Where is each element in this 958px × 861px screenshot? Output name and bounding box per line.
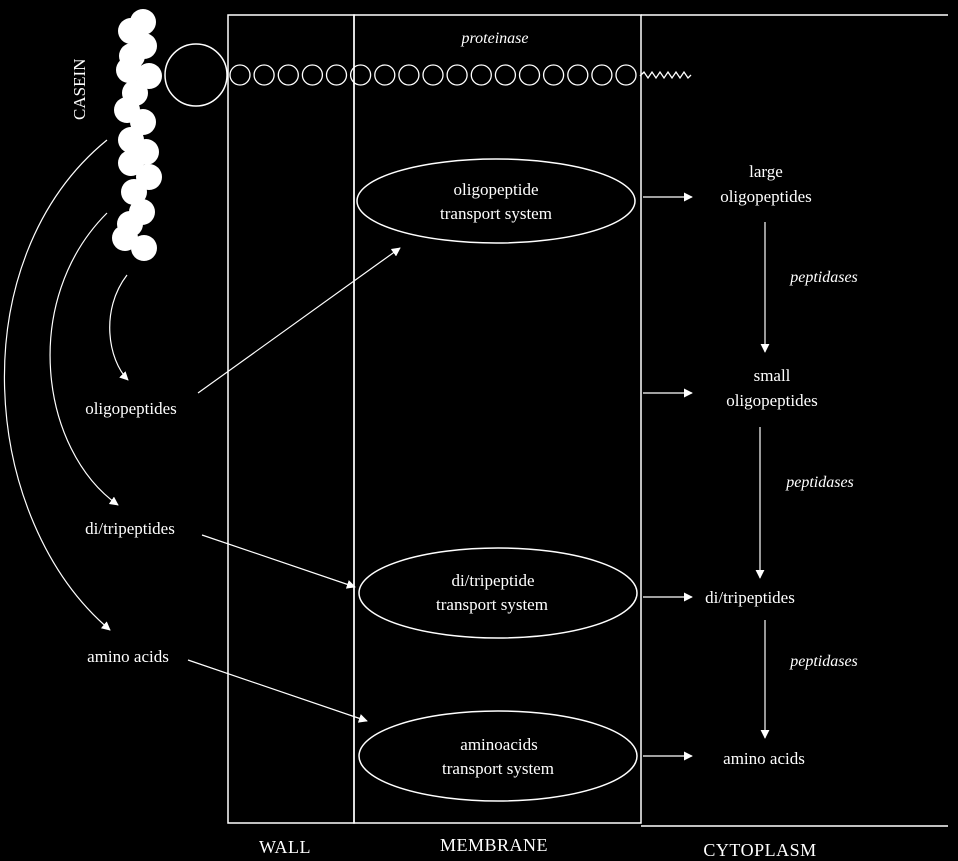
wall-header: WALL <box>259 837 311 857</box>
oligo-transport-line1: oligopeptide <box>454 180 539 199</box>
aminoacids-label: amino acids <box>87 647 169 666</box>
proteinase-bead <box>398 64 420 86</box>
small-oligopeptides-line2: oligopeptides <box>726 391 818 410</box>
arrow-oligo-to-transporter <box>197 247 401 394</box>
amino-transport-line1: aminoacids <box>460 735 537 754</box>
proteinase-label: proteinase <box>461 30 529 47</box>
arrow-amino-to-transporter <box>187 659 368 723</box>
large-oligopeptides-line1: large <box>749 162 783 181</box>
proteinase-bead <box>518 64 541 86</box>
arrow-ditri-to-transporter <box>201 534 356 589</box>
proteinase-bead <box>422 64 444 86</box>
ditripeptide-transport-system <box>358 547 638 639</box>
cytoplasm-header: CYTOPLASM <box>703 840 816 860</box>
oligopeptide-transport-system <box>356 158 636 244</box>
membrane-header: MEMBRANE <box>440 835 548 855</box>
proteinase-bead <box>615 64 637 86</box>
proteinase-bead <box>349 64 372 86</box>
large-oligopeptides-line2: oligopeptides <box>720 187 812 206</box>
proteinase-bead <box>494 64 517 86</box>
peptidases-label-1: peptidases <box>789 269 858 286</box>
wall-compartment <box>227 14 355 824</box>
proteinase-head <box>164 43 228 107</box>
cyto-ditripeptides-label: di/tripeptides <box>705 588 795 607</box>
oligopeptides-label: oligopeptides <box>85 399 177 418</box>
peptidases-label-3: peptidases <box>789 653 858 670</box>
proteinase-bead <box>253 64 275 86</box>
proteinase-bead <box>229 64 251 86</box>
proteinase-bead <box>301 64 324 86</box>
proteinase-tail <box>639 70 692 80</box>
oligo-transport-line2: transport system <box>440 204 552 223</box>
proteinase-bead <box>374 64 396 86</box>
cyto-aminoacids-label: amino acids <box>723 749 805 768</box>
proteinase-bead <box>277 64 299 86</box>
ditripeptides-label: di/tripeptides <box>85 519 175 538</box>
proteinase-bead <box>567 64 589 86</box>
proteinase-bead <box>542 64 565 86</box>
proteinase-bead <box>470 64 492 86</box>
arrow-casein-to-ditripeptides <box>49 212 119 506</box>
casein-label: CASEIN <box>70 59 89 120</box>
ditri-transport-line2: transport system <box>436 595 548 614</box>
arrow-casein-to-oligopeptides <box>109 274 129 381</box>
arrow-casein-to-aminoacids <box>3 139 111 631</box>
membrane-compartment <box>353 14 642 824</box>
proteinase-stalk <box>229 64 637 86</box>
amino-transport-line2: transport system <box>442 759 554 778</box>
ditri-transport-line1: di/tripeptide <box>451 571 534 590</box>
small-oligopeptides-line1: small <box>754 366 791 385</box>
proteinase-bead <box>325 64 348 86</box>
proteinase-bead <box>591 64 613 86</box>
proteinase-bead <box>446 64 468 86</box>
casein-chain <box>112 9 162 261</box>
aminoacids-transport-system <box>358 710 638 802</box>
peptidases-label-2: peptidases <box>785 474 854 491</box>
